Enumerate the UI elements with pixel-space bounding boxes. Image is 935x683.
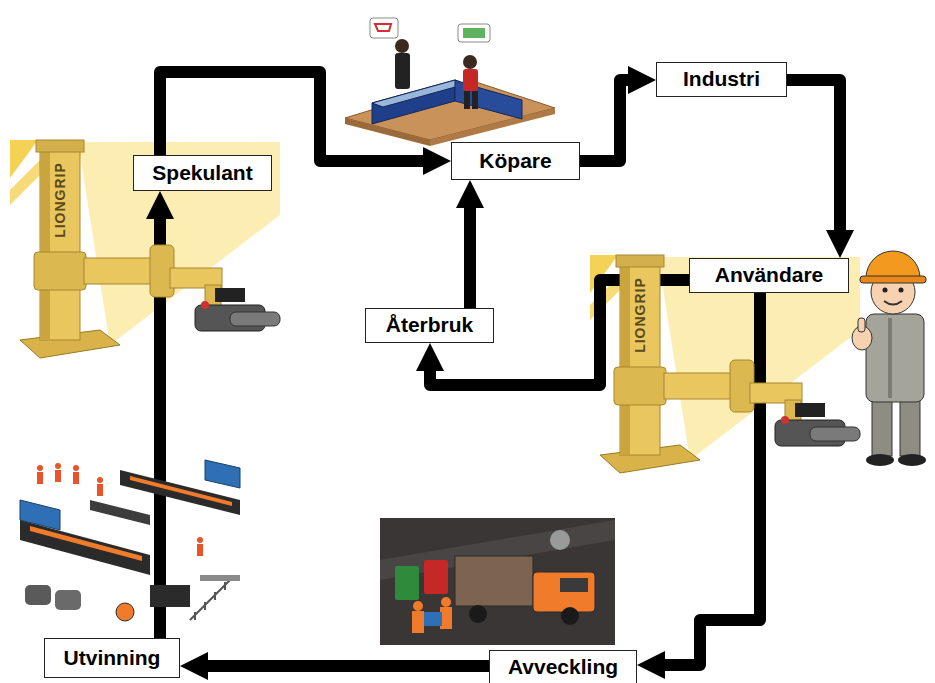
- extraction-picture: [97, 484, 103, 496]
- extraction-picture: [197, 544, 203, 556]
- lift-arm-picture: [20, 140, 280, 358]
- shop-counter-picture: [395, 39, 409, 53]
- scrapping-picture: [561, 607, 579, 625]
- extraction-picture: [116, 603, 134, 621]
- shop-counter-picture: [345, 118, 430, 146]
- scrapping-picture: [550, 530, 570, 550]
- stage-label: Utvinning: [64, 646, 161, 670]
- extraction-picture: [55, 463, 61, 469]
- extraction-picture: [55, 590, 81, 610]
- scrapping-picture: [412, 611, 424, 633]
- shop-counter-picture: [372, 80, 466, 107]
- shop-counter-picture: [430, 108, 555, 146]
- worker-figure: [858, 318, 865, 332]
- extraction-picture: [37, 465, 43, 471]
- shop-counter-picture: [345, 18, 555, 146]
- extraction-picture: [20, 520, 150, 575]
- worker-figure: [866, 454, 894, 466]
- shop-counter-picture: [370, 18, 398, 38]
- scrapping-picture: [395, 566, 419, 600]
- worker-figure: [898, 454, 926, 466]
- shop-counter-picture: [463, 28, 485, 38]
- worker-figure: [866, 251, 920, 278]
- shop-counter-picture: [472, 91, 478, 109]
- shop-counter-picture: [464, 91, 470, 109]
- scrapping-picture: [441, 597, 451, 607]
- scrapping-picture: [413, 601, 423, 611]
- extraction-picture: [97, 477, 103, 483]
- shop-counter-picture: [395, 53, 410, 89]
- worker-figure: [884, 301, 902, 305]
- scrapping-picture: [455, 556, 533, 606]
- flow-arrow: [651, 293, 760, 665]
- brand-text: LIONGRIP: [632, 277, 648, 353]
- light-beam: [10, 140, 860, 460]
- extraction-picture: [30, 526, 142, 561]
- stage-label-box: Industri: [656, 62, 787, 97]
- worker-figure: [866, 314, 924, 402]
- shop-counter-picture: [463, 55, 477, 69]
- stage-label-box: Spekulant: [133, 155, 272, 191]
- extraction-picture: [73, 465, 79, 471]
- stage-label-box: Användare: [689, 258, 849, 293]
- scrapping-picture: [469, 605, 487, 623]
- scrapping-picture: [533, 572, 595, 612]
- extraction-picture: [25, 585, 51, 605]
- scrapping-picture: [560, 578, 588, 592]
- stage-label-box: Avveckling: [489, 650, 637, 683]
- extraction-picture: [205, 460, 240, 488]
- flow-arrow: [787, 80, 840, 244]
- scrapping-picture: [380, 518, 615, 645]
- shop-counter-picture: [463, 69, 478, 91]
- extraction-picture: [197, 537, 203, 543]
- scrapping-picture: [424, 560, 448, 594]
- stage-label: Avveckling: [508, 655, 618, 679]
- flow-arrow: [464, 194, 476, 308]
- stage-label: Användare: [715, 263, 824, 287]
- extraction-picture: [190, 580, 230, 620]
- extraction-picture: [90, 500, 150, 525]
- worker-figure: [852, 251, 926, 466]
- lift-arm-picture: [20, 140, 280, 358]
- lift-arm-picture: [600, 255, 860, 473]
- worker-figure: [872, 398, 892, 456]
- worker-figure: [860, 276, 926, 283]
- scrapping-picture: [424, 612, 442, 626]
- extraction-picture: [200, 575, 240, 581]
- worker-figure: [883, 288, 888, 293]
- extraction-picture: [73, 472, 79, 484]
- stage-label: Industri: [683, 67, 760, 91]
- shop-counter-picture: [458, 24, 490, 42]
- stage-label: Återbruk: [386, 313, 474, 337]
- stage-label-box: Köpare: [451, 142, 580, 180]
- lift-arm-picture: [600, 255, 860, 473]
- scrapping-picture: [380, 518, 615, 645]
- extraction-picture: [150, 585, 190, 607]
- flow-arrow: [580, 80, 642, 161]
- extraction-picture: [37, 472, 43, 484]
- extraction-picture: [20, 460, 240, 621]
- extraction-picture: [20, 500, 60, 530]
- stage-label-box: Återbruk: [365, 308, 494, 343]
- extraction-picture: [55, 470, 61, 482]
- brand-text: LIONGRIP: [52, 162, 68, 238]
- stage-label-box: Utvinning: [44, 638, 180, 678]
- stage-label: Köpare: [479, 149, 551, 173]
- stage-label: Spekulant: [152, 161, 252, 185]
- worker-figure: [888, 318, 892, 398]
- worker-figure: [899, 288, 904, 293]
- flow-arrow: [194, 660, 489, 672]
- shop-counter-picture: [375, 24, 391, 31]
- worker-figure: [900, 398, 920, 456]
